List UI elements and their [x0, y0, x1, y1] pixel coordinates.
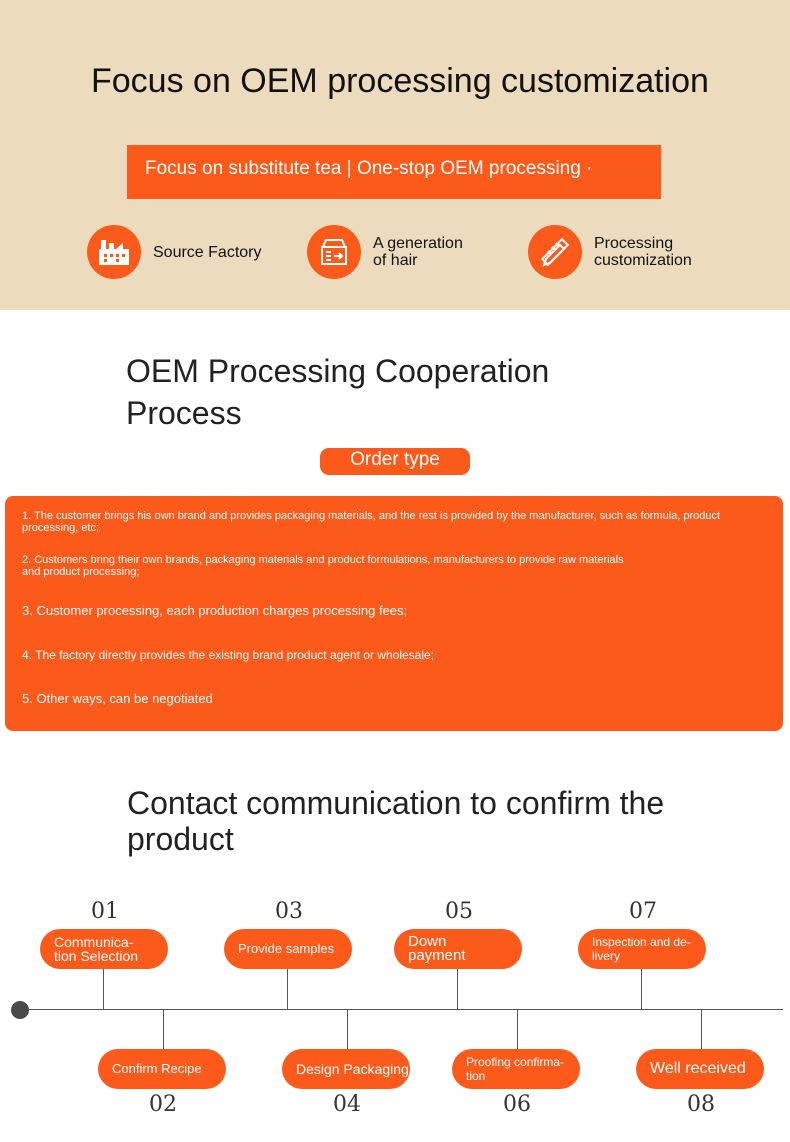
- order-type-badge: Order type: [320, 448, 470, 475]
- step-connector: [287, 969, 288, 1009]
- hero-title: Focus on OEM processing customization: [91, 62, 709, 100]
- box-icon: [307, 225, 361, 279]
- pencil-ruler-icon: [528, 225, 582, 279]
- step-connector: [163, 1009, 164, 1049]
- cooperation-title: OEM Processing Cooperation Process: [126, 353, 550, 431]
- step-pill: Proofing confirma- tion: [452, 1049, 580, 1089]
- contact-title: Contact communication to confirm the pro…: [127, 785, 665, 857]
- list-item: 3. Customer processing, each production …: [22, 603, 408, 618]
- step-pill: Provide samples: [224, 929, 352, 969]
- feature-generation: A generation of hair: [307, 225, 463, 279]
- step-connector: [103, 969, 104, 1009]
- list-item: 1. The customer brings his own brand and…: [22, 510, 721, 534]
- step-connector: [641, 969, 642, 1009]
- factory-icon: [87, 225, 141, 279]
- step-number: 06: [503, 1092, 531, 1117]
- step-pill: Well received: [636, 1049, 764, 1089]
- hero-section: Focus on OEM processing customization Fo…: [0, 0, 790, 310]
- step-pill: Confirm Recipe: [98, 1049, 226, 1089]
- feature-source-factory: Source Factory: [87, 225, 261, 279]
- step-pill: Design Packaging: [282, 1049, 410, 1089]
- step-number: 03: [275, 899, 303, 924]
- step-pill: Down payment: [394, 929, 522, 969]
- step-connector: [517, 1009, 518, 1049]
- step-pill: Communica- tion Selection: [40, 929, 168, 969]
- step-number: 04: [333, 1092, 361, 1117]
- step-pill: Inspection and de- livery: [578, 929, 706, 969]
- step-number: 07: [629, 899, 657, 924]
- step-number: 05: [445, 899, 473, 924]
- step-connector: [701, 1009, 702, 1049]
- order-type-list: 1. The customer brings his own brand and…: [5, 496, 783, 731]
- feature-label: Source Factory: [153, 243, 262, 261]
- list-item: 5. Other ways, can be negotiated: [22, 691, 213, 706]
- step-number: 01: [91, 899, 119, 924]
- feature-label: Processing customization: [594, 235, 692, 269]
- hero-banner: Focus on substitute tea | One-stop OEM p…: [127, 145, 661, 199]
- step-number: 02: [149, 1092, 177, 1117]
- step-connector: [347, 1009, 348, 1049]
- list-item: 4. The factory directly provides the exi…: [22, 648, 435, 662]
- feature-label: A generation of hair: [373, 235, 463, 269]
- timeline-line: [20, 1009, 783, 1010]
- timeline-start-dot: [11, 1001, 29, 1019]
- feature-processing-customization: Processing customization: [528, 225, 692, 279]
- step-connector: [457, 969, 458, 1009]
- step-number: 08: [687, 1092, 715, 1117]
- list-item: 2. Customers bring their own brands, pac…: [22, 554, 624, 578]
